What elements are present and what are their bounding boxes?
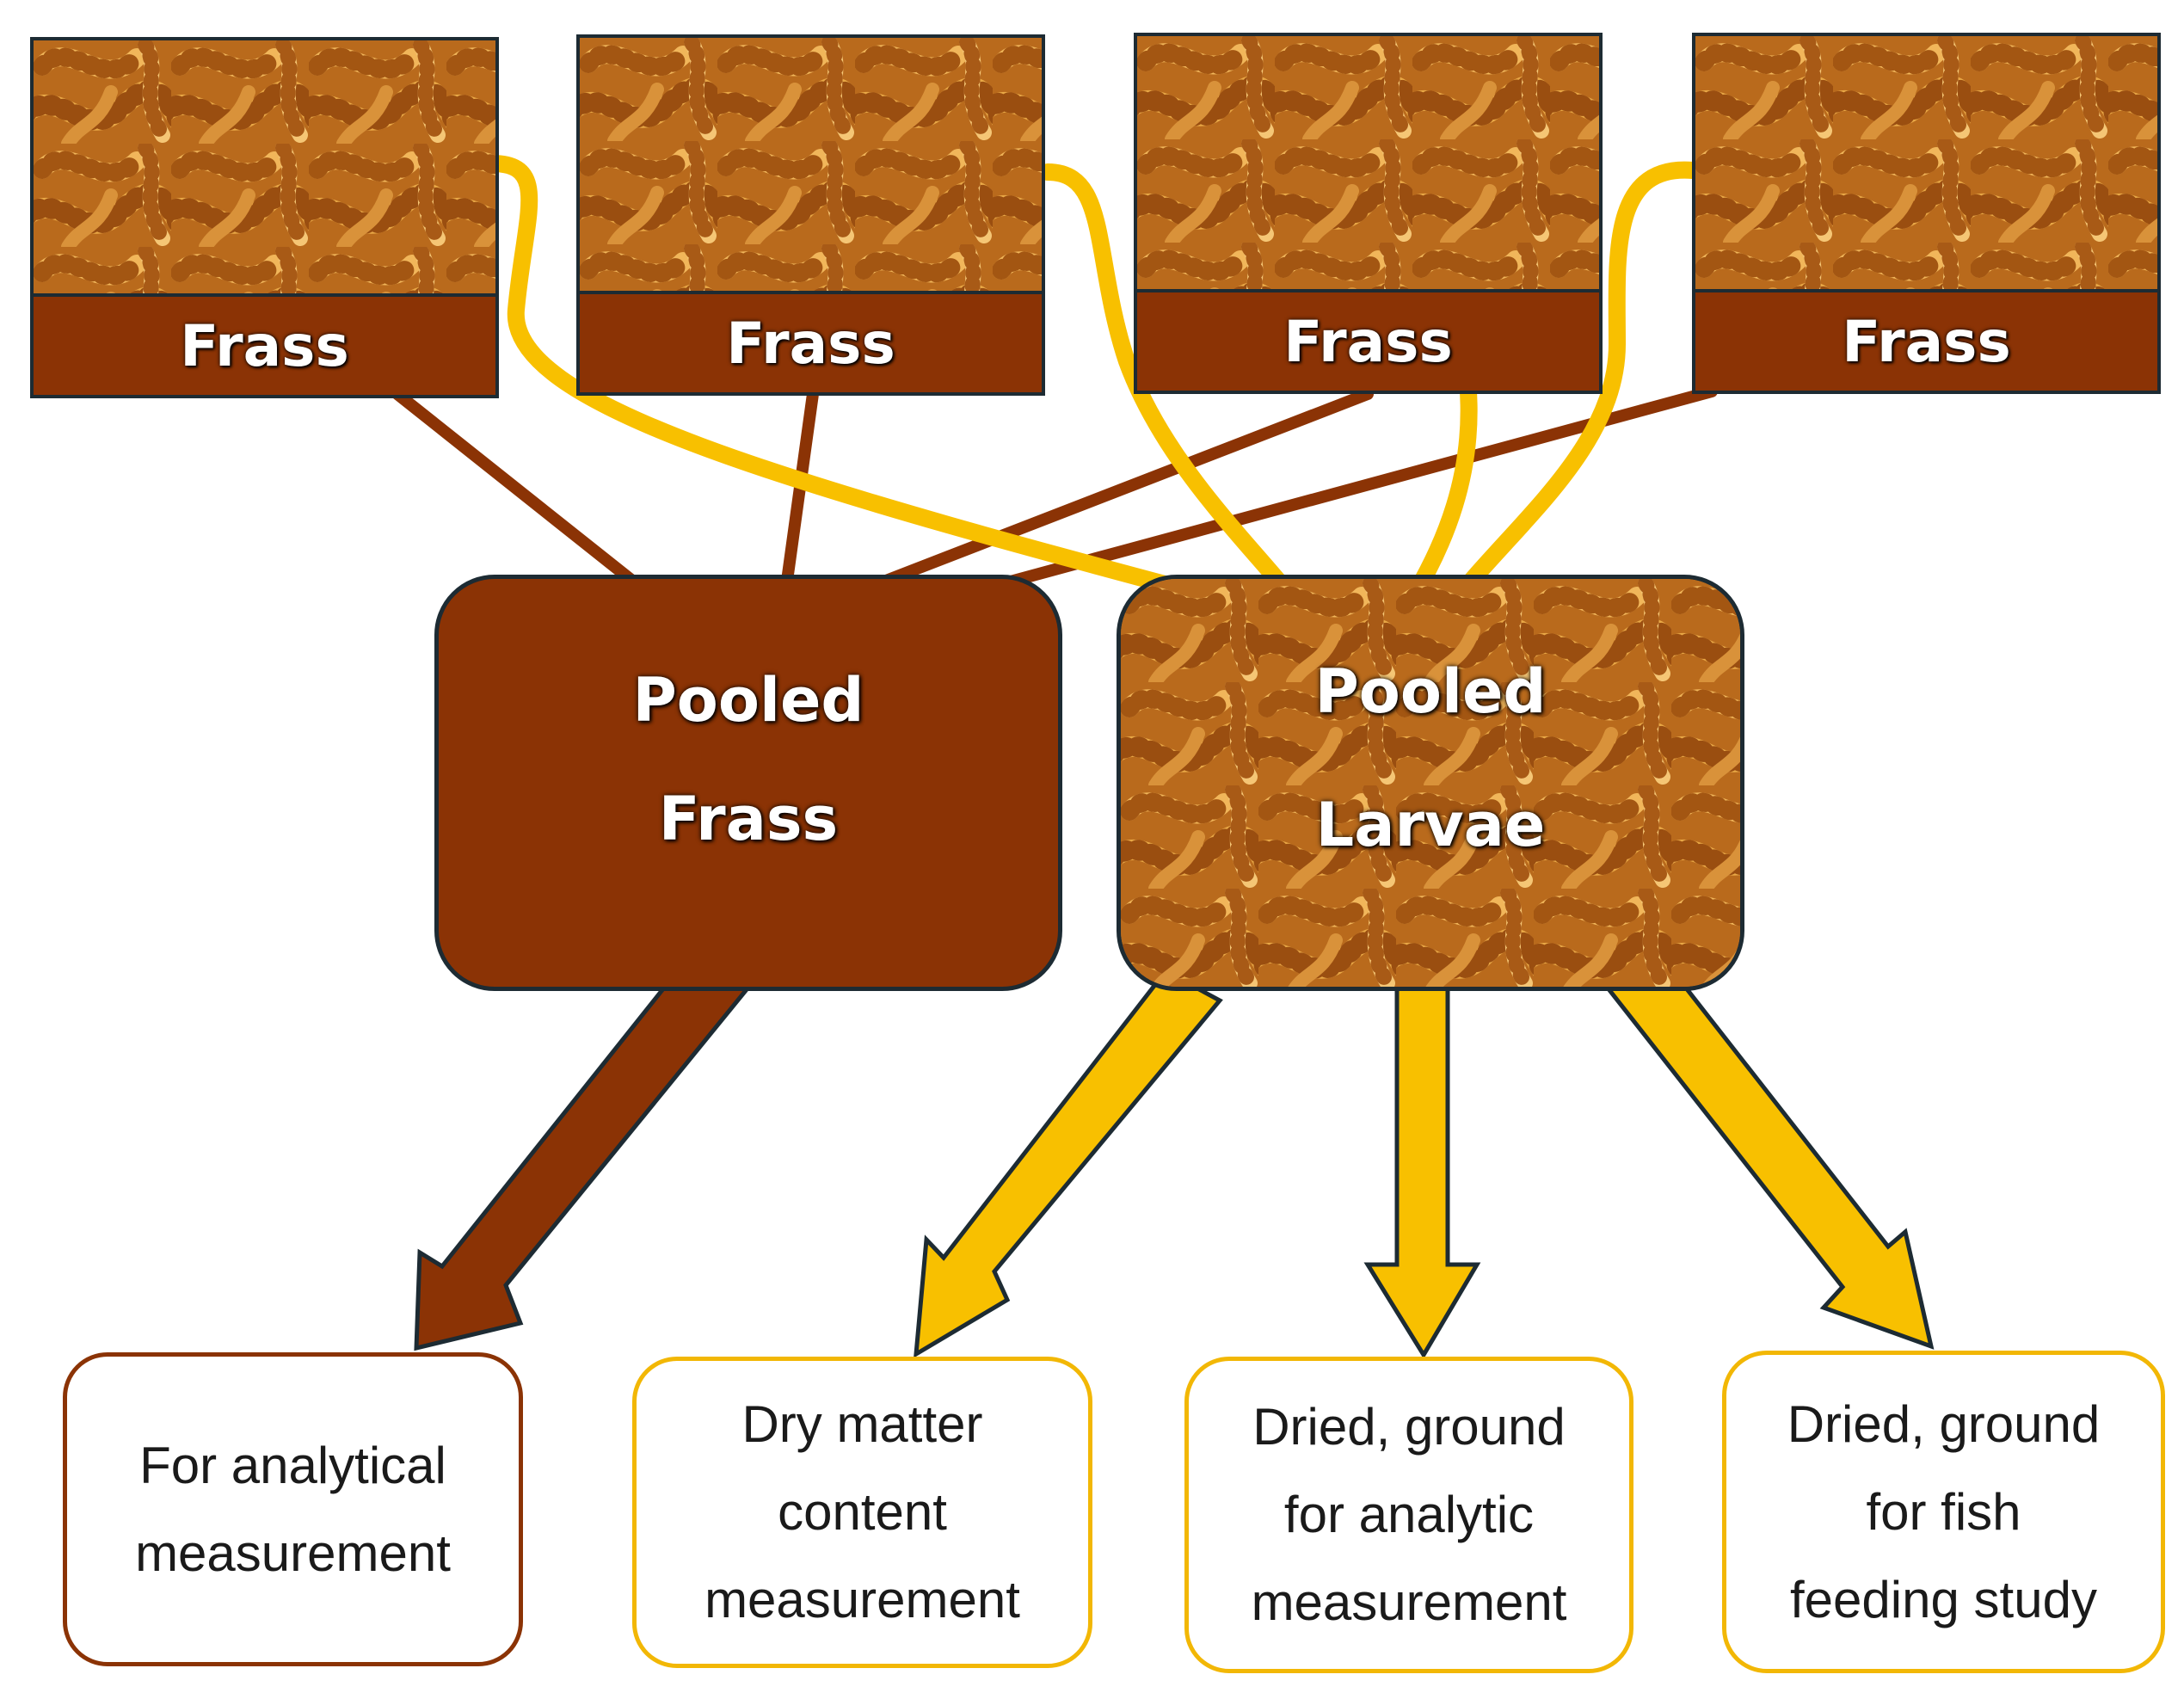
larvae-output-arrow-1 (914, 968, 1223, 1358)
output-box-analytical: For analytical measurement (63, 1352, 523, 1666)
output-text: For analytical measurement (135, 1436, 451, 1582)
pooled-larvae-line2: Larvae (1315, 790, 1546, 860)
mealworm-texture-icon (1137, 36, 1599, 296)
output-box-fish-feeding: Dried, ground for fish feeding study (1722, 1351, 2165, 1673)
larvae-output-arrow-3 (1600, 951, 1935, 1350)
larvae-tray-4: Frass (1692, 33, 2161, 394)
output-text: Dry matter content measurement (704, 1395, 1020, 1628)
tray-frass-label: Frass (34, 293, 495, 395)
mealworm-texture-icon (1695, 36, 2157, 296)
tray-frass-label: Frass (1695, 289, 2157, 391)
output-box-dried-analytic: Dried, ground for analytic measurement (1184, 1357, 1633, 1673)
larvae-curve-2 (1039, 163, 1290, 594)
tray-frass-label: Frass (1137, 289, 1599, 391)
pooled-frass-line2: Frass (658, 784, 839, 854)
frass-line-1 (391, 388, 638, 587)
frass-output-arrow (414, 933, 762, 1351)
pooled-frass-line1: Pooled (632, 665, 864, 736)
mealworm-texture-icon (580, 38, 1042, 298)
tray-frass-label: Frass (580, 291, 1042, 392)
output-text: Dried, ground for fish feeding study (1787, 1394, 2101, 1628)
pooled-larvae-box: Pooled Larvae (1117, 575, 1744, 991)
frass-line-3 (880, 388, 1374, 587)
pooled-larvae-line1: Pooled (1314, 656, 1547, 727)
output-text: Dried, ground for analytic measurement (1251, 1398, 1567, 1631)
larvae-curve-4 (1445, 161, 1701, 611)
mealworm-texture-icon (1121, 579, 1740, 987)
pooled-frass-box: Pooled Frass (434, 575, 1062, 991)
larvae-tray-1: Frass (30, 37, 499, 398)
larvae-curve-1 (483, 155, 1290, 624)
larvae-output-arrow-2 (1363, 980, 1481, 1359)
output-box-dry-matter: Dry matter content measurement (632, 1357, 1092, 1668)
mealworm-texture-icon (34, 40, 495, 300)
larvae-tray-3: Frass (1134, 33, 1603, 394)
larvae-tray-2: Frass (576, 34, 1045, 396)
